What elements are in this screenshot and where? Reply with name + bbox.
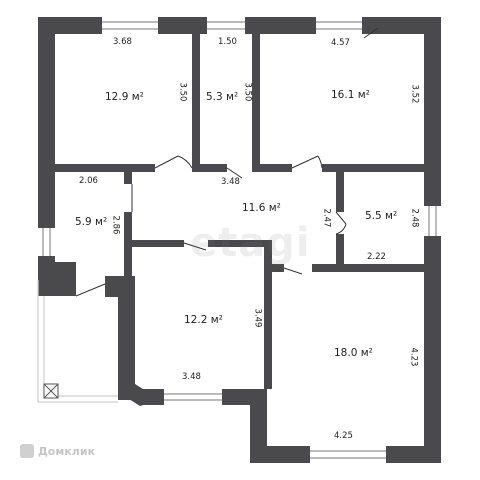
window-room2	[207, 17, 245, 34]
door-room7	[183, 242, 207, 251]
dimension-label: 3.50	[177, 82, 188, 102]
dimension-label: 4.57	[331, 38, 350, 48]
window-room1	[102, 17, 158, 34]
dimension-label: 1.50	[218, 37, 237, 47]
dimension-label: 2.47	[321, 208, 332, 228]
vent-icon	[43, 383, 59, 399]
door-balcony	[75, 283, 106, 297]
room-area-label: 5.9 м²	[75, 216, 108, 228]
window-room3	[316, 17, 362, 34]
door-room3	[291, 155, 319, 169]
door-room2	[226, 167, 243, 179]
dimension-label: 4.23	[408, 347, 419, 367]
door-room8	[283, 267, 303, 275]
window-room4	[38, 228, 55, 256]
window-room8	[310, 446, 386, 463]
door-room3-balcony	[363, 27, 379, 39]
brand-watermark: Домклик	[20, 444, 95, 458]
door-room1	[154, 155, 179, 169]
watermark-text: etagi	[190, 220, 311, 266]
room-area-label: 5.3 м²	[206, 91, 239, 103]
dimension-label: 3.48	[221, 177, 240, 187]
dimension-label: 4.25	[334, 431, 353, 441]
dimension-label: 2.22	[367, 252, 386, 262]
window-room7	[164, 389, 222, 405]
door-room6	[335, 211, 347, 225]
dimension-label: 3.52	[409, 84, 420, 104]
window-room6	[424, 206, 441, 236]
room-area-label: 18.0 м²	[334, 347, 373, 359]
brand-name: Домклик	[38, 444, 96, 458]
dimension-label: 3.50	[242, 82, 253, 102]
room-area-label: 11.6 м²	[242, 202, 281, 214]
dimension-label: 2.06	[79, 176, 98, 186]
windows	[38, 17, 441, 463]
dimension-label: 2.48	[409, 208, 420, 228]
dimension-label: 3.49	[252, 308, 263, 328]
dimension-label: 3.48	[182, 372, 201, 382]
room-area-label: 12.2 м²	[184, 314, 223, 326]
brand-logo-icon	[20, 444, 34, 458]
dimension-label: 2.86	[110, 215, 121, 235]
doors	[75, 27, 379, 297]
room-area-label: 5.5 м²	[365, 210, 398, 222]
room-area-label: 16.1 м²	[331, 89, 370, 101]
room-area-label: 12.9 м²	[105, 91, 144, 103]
dimension-label: 3.68	[113, 37, 132, 47]
